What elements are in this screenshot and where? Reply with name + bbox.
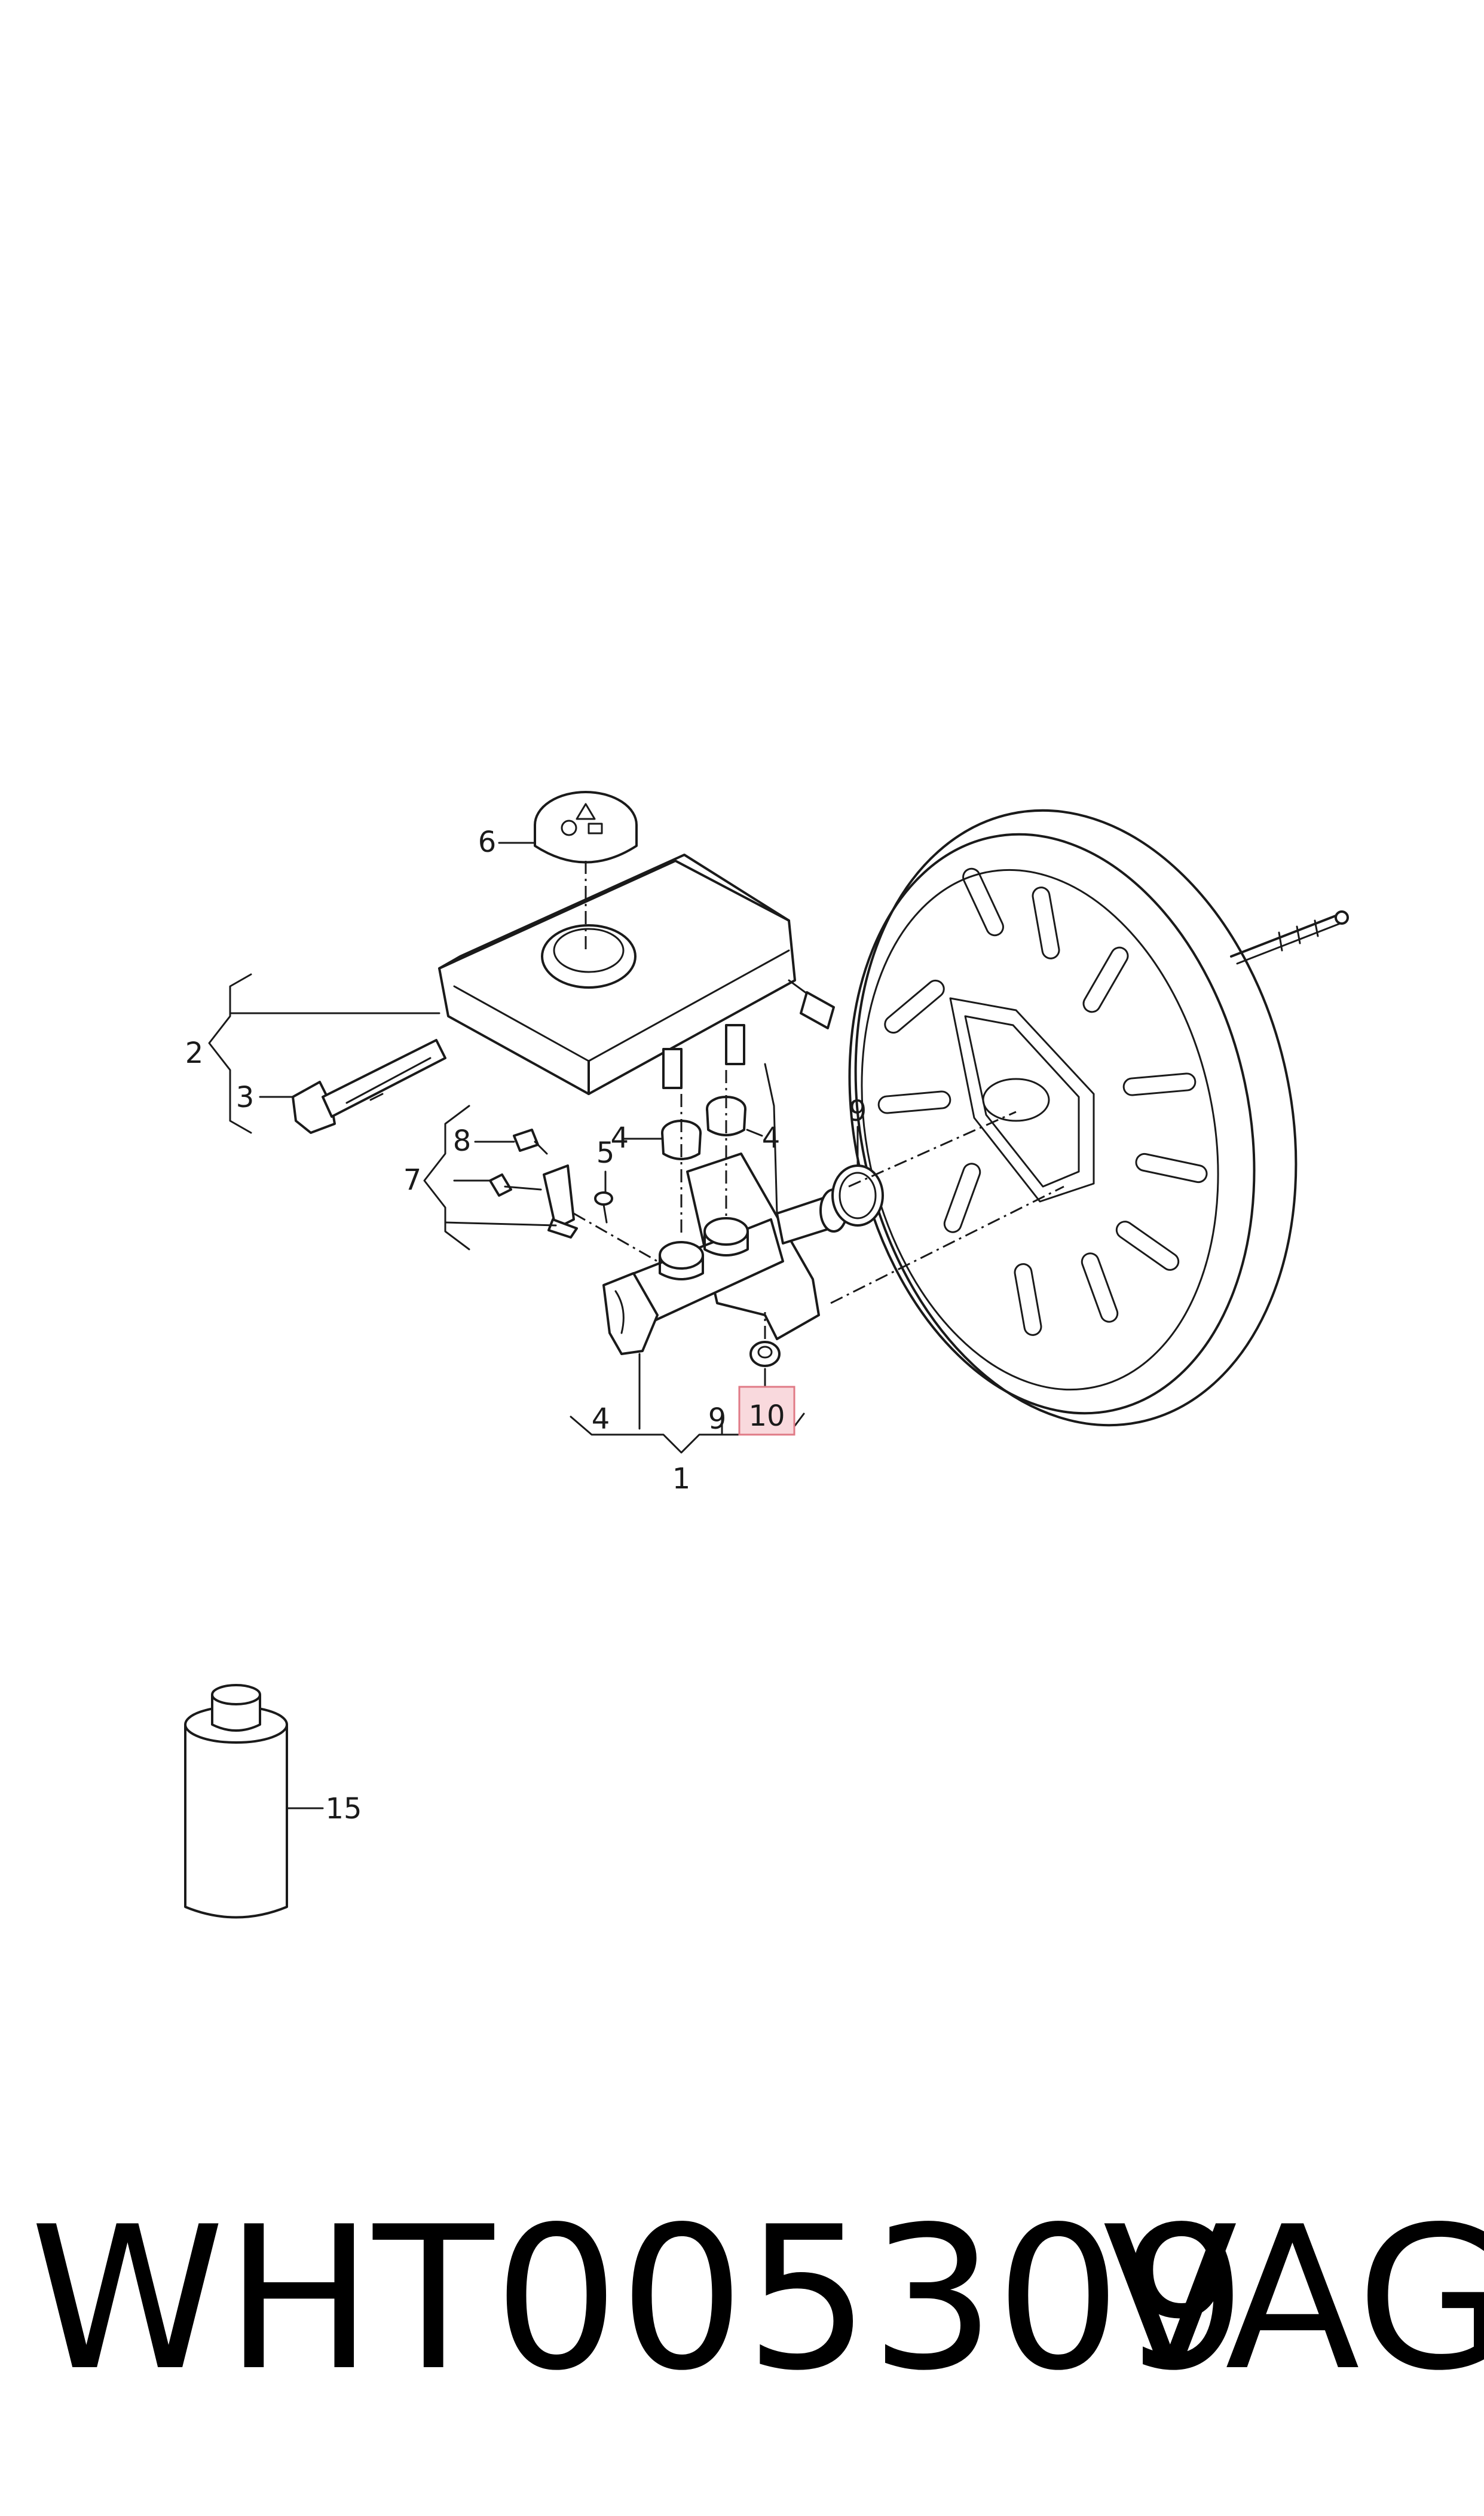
callout-1: 1 xyxy=(672,1462,691,1496)
callout-8: 8 xyxy=(453,1124,472,1158)
self-locking-nut xyxy=(749,1341,781,1367)
brand-caption: VAG xyxy=(1103,2184,1484,2414)
callout-9-lower: 9 xyxy=(708,1402,727,1436)
brake-fluid-reservoir xyxy=(438,854,835,1095)
callout-10: 10 xyxy=(748,1399,785,1433)
callout-4-upper-right: 4 xyxy=(762,1121,781,1155)
callout-9-right: 9 xyxy=(849,1095,867,1128)
brake-fluid-bottle xyxy=(184,1684,288,1919)
pressure-sensor xyxy=(513,1129,548,1155)
master-cylinder xyxy=(602,1152,848,1355)
reservoir-cap xyxy=(534,791,638,864)
callouts: 1 2 3 4 4 4 5 6 7 8 9 9 10 15 xyxy=(185,826,867,1826)
sealing-ring xyxy=(661,1096,746,1160)
callout-3: 3 xyxy=(236,1081,255,1114)
callout-15: 15 xyxy=(325,1792,362,1826)
screw xyxy=(594,1191,613,1224)
callout-4-upper-left: 4 xyxy=(610,1121,629,1155)
callout-4-lower: 4 xyxy=(592,1402,610,1436)
callout-5: 5 xyxy=(596,1136,615,1170)
callout-7: 7 xyxy=(403,1163,422,1197)
part-number-caption: WHT005309 xyxy=(30,2184,1247,2414)
brake-light-switch xyxy=(543,1164,578,1239)
brake-booster xyxy=(848,809,1349,1427)
level-sensor xyxy=(292,1039,446,1134)
callout-2: 2 xyxy=(185,1037,204,1070)
bolt xyxy=(489,1173,542,1197)
highlight-box xyxy=(738,1386,795,1436)
callout-6: 6 xyxy=(478,826,497,859)
booster-ribs xyxy=(877,867,1208,1336)
